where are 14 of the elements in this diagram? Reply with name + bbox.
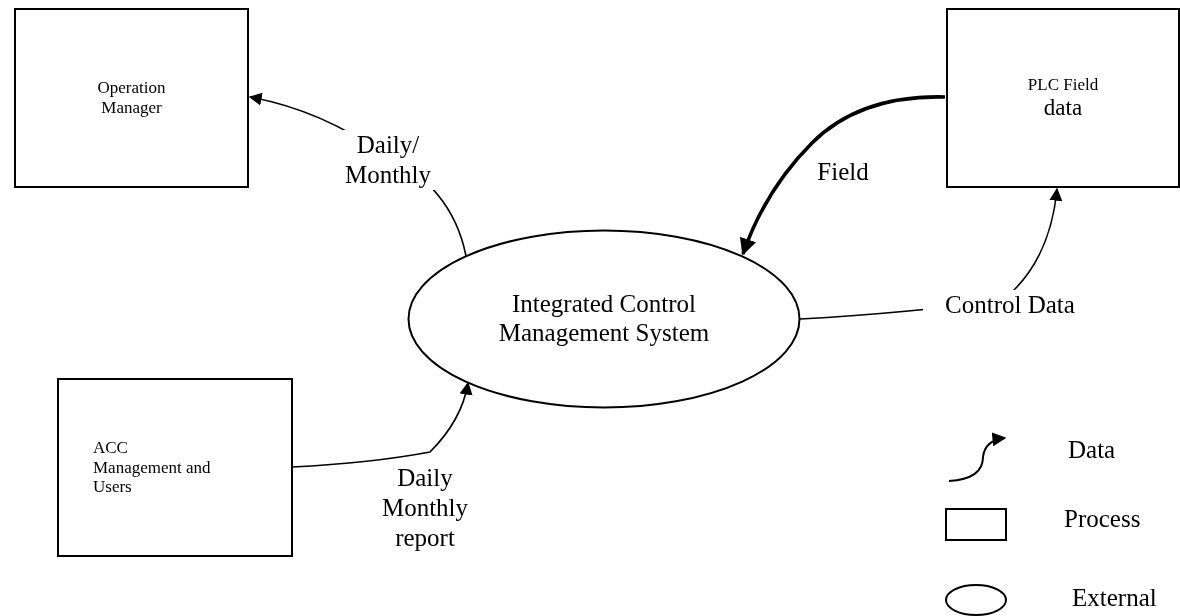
node-label: data [1042,94,1084,121]
data-flow-arrow [740,95,945,256]
legend-label: Process [1064,505,1141,533]
data-flow-arrow [291,381,473,468]
entity-box [946,8,1180,188]
node-label: PLC Field [1026,75,1100,95]
legend-label: External [1072,584,1157,612]
node-label: Operation Manager [96,78,167,118]
legend-label: Data [1068,436,1116,464]
entity-box [57,378,293,557]
node-label: Integrated Control Management System [497,290,711,348]
process-ellipse [407,229,801,409]
entity-box [14,8,249,188]
node-label: ACC Management and Users [93,438,211,497]
